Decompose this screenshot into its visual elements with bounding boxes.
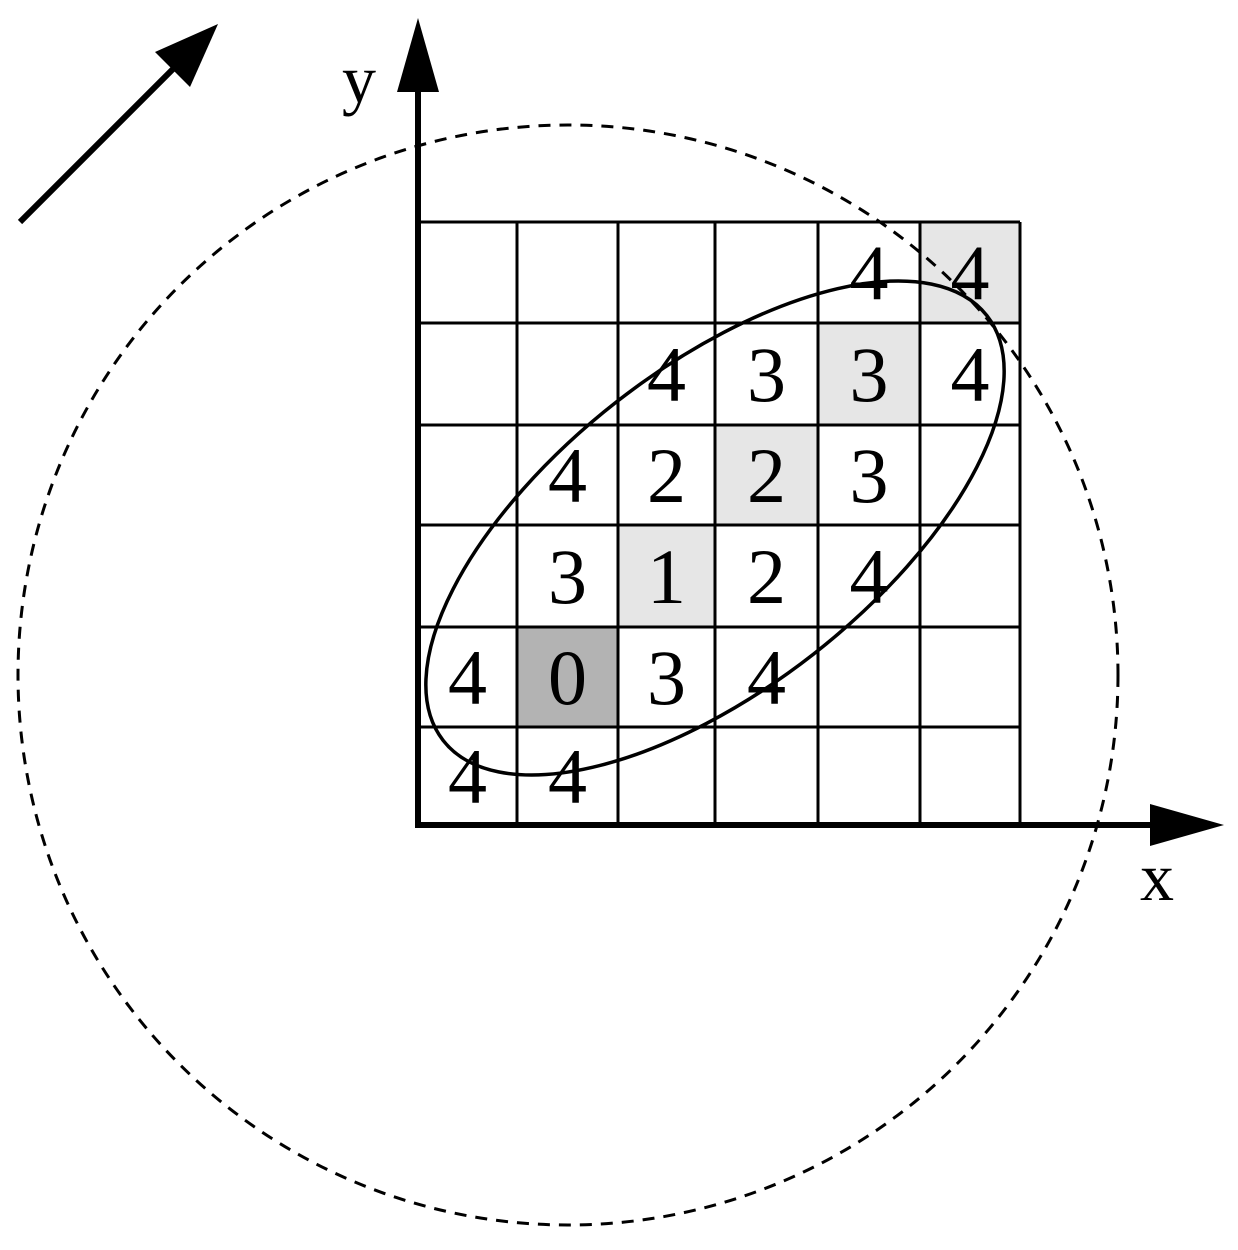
cell-number: 4 bbox=[647, 331, 686, 418]
cell-number: 3 bbox=[850, 331, 889, 418]
cell-number: 2 bbox=[747, 432, 786, 519]
cell-number: 3 bbox=[548, 533, 587, 620]
cell-number: 0 bbox=[548, 634, 587, 721]
cell-number: 4 bbox=[448, 733, 487, 820]
cell-number: 4 bbox=[850, 230, 889, 317]
cell-number: 1 bbox=[647, 533, 686, 620]
arrow-up-right-icon bbox=[17, 24, 218, 225]
cell-number: 4 bbox=[747, 634, 786, 721]
x-axis-arrowhead bbox=[1150, 804, 1224, 846]
cell-number: 4 bbox=[548, 733, 587, 820]
cell-number: 4 bbox=[850, 533, 889, 620]
diagonal-ellipse bbox=[424, 279, 1006, 777]
cell-number: 3 bbox=[647, 634, 686, 721]
shaded-cell bbox=[518, 628, 617, 726]
cell-number: 2 bbox=[747, 533, 786, 620]
shaded-cell bbox=[819, 324, 919, 424]
cell-number: 3 bbox=[747, 331, 786, 418]
cell-number: 4 bbox=[548, 432, 587, 519]
shaded-cell bbox=[921, 223, 1019, 322]
cell-number: 4 bbox=[951, 230, 990, 317]
cell-number: 4 bbox=[951, 331, 990, 418]
dashed-circle bbox=[16, 123, 1120, 1227]
cell-number: 2 bbox=[647, 432, 686, 519]
cell-number: 4 bbox=[448, 634, 487, 721]
cell-number: 3 bbox=[850, 432, 889, 519]
x-axis-label: x bbox=[1140, 839, 1174, 915]
shaded-cells bbox=[518, 223, 1019, 726]
y-axis-label: y bbox=[342, 41, 376, 117]
shaded-cell bbox=[619, 526, 714, 626]
y-axis-arrowhead bbox=[397, 18, 439, 92]
shaded-cell bbox=[716, 426, 817, 524]
